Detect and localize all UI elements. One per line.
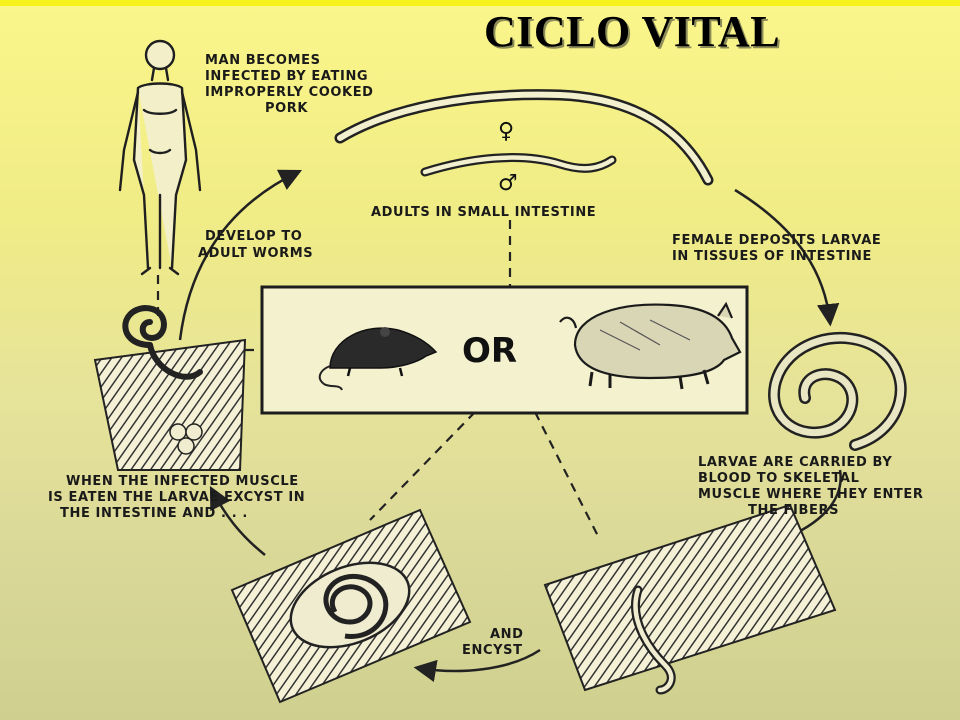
skeletal-muscle-icon [543,503,837,695]
caption-line: WHEN THE INFECTED MUSCLE [66,474,299,489]
caption-line: MAN BECOMES [205,53,321,68]
female-worm [334,89,714,186]
caption-line: IN TISSUES OF INTESTINE [672,249,872,264]
caption-line: PORK [265,101,308,116]
caption-line: INFECTED BY EATING [205,69,368,84]
rat-icon [318,327,438,391]
caption-line: FEMALE DEPOSITS LARVAE [672,233,881,248]
caption-develop-adult: DEVELOP TO ADULT WORMS [198,229,313,261]
encysted-larva-icon [230,508,472,704]
man-icon [118,39,202,276]
adult-worms-icon [334,89,714,186]
caption-line: BLOOD TO SKELETAL [698,471,859,486]
excysting-larva-icon [93,304,247,471]
caption-line: LARVAE ARE CARRIED BY [698,455,892,470]
caption-line: THE INTESTINE AND . . . [60,506,248,521]
pig-icon [559,301,742,390]
caption-infected-muscle: WHEN THE INFECTED MUSCLE IS EATEN THE LA… [48,474,305,521]
caption-line: DEVELOP TO [205,229,302,244]
male-symbol: ♂ [498,171,518,196]
caption-and-encyst: AND ENCYST [462,627,524,658]
hosts-box: OR [260,285,749,415]
caption-line: IMPROPERLY COOKED [205,85,374,100]
caption-man-infected: MAN BECOMES INFECTED BY EATING IMPROPERL… [205,53,374,116]
or-label: OR [462,331,517,371]
female-symbol: ♀ [498,119,514,144]
caption-larvae-carried: LARVAE ARE CARRIED BY BLOOD TO SKELETAL … [698,455,924,518]
caption-line: ADULT WORMS [198,246,313,261]
arrow-adults-to-larvae [734,188,840,327]
coiled-larva-icon [768,331,907,451]
arrow-encyst [413,648,541,683]
caption-line: MUSCLE WHERE THEY ENTER [698,487,924,502]
caption-line: IS EATEN THE LARVAE EXCYST IN [48,490,305,505]
arrow-eaten-muscle [209,486,266,556]
caption-adults-intestine: ADULTS IN SMALL INTESTINE [371,205,596,220]
arrow-develop-to-adults [178,169,303,341]
page-title: CICLO VITAL [484,7,781,56]
caption-line: AND [490,627,524,642]
caption-line: THE FIBERS [748,503,839,518]
caption-female-deposits: FEMALE DEPOSITS LARVAE IN TISSUES OF INT… [672,233,881,264]
caption-line: ENCYST [462,643,523,658]
top-accent-bar [0,0,960,6]
